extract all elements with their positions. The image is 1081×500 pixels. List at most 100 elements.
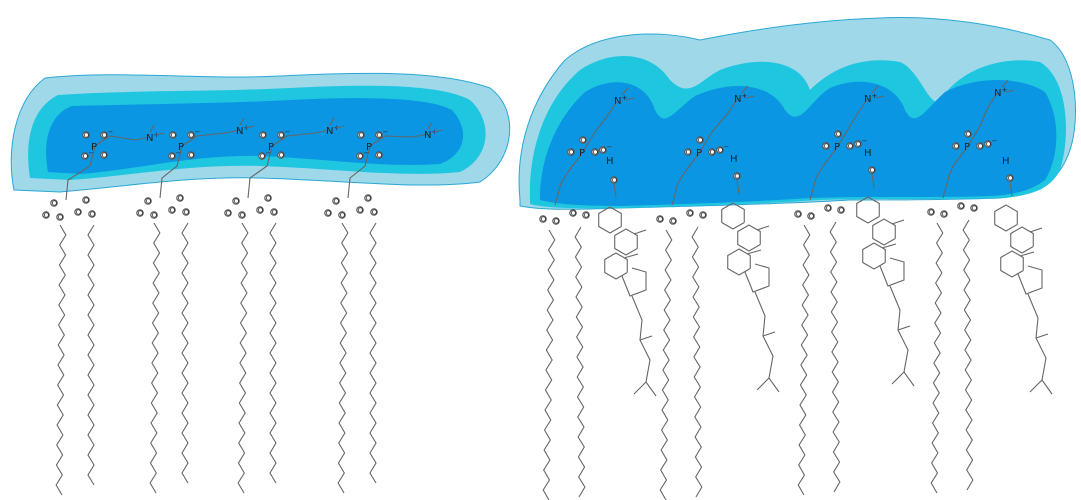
oxygen-atom: O <box>75 208 82 216</box>
oxygen-atom: O <box>271 208 278 216</box>
oxygen-atom: O <box>953 142 960 150</box>
bond-line <box>890 286 914 386</box>
svg-text:O: O <box>826 204 832 212</box>
oxygen-atom: O <box>869 166 876 174</box>
oxygen-atom: O <box>657 215 664 223</box>
svg-text:O: O <box>701 211 707 219</box>
svg-text:−: − <box>383 128 389 136</box>
svg-text:O: O <box>929 208 935 216</box>
oxygen-atom: O <box>239 211 246 219</box>
acyl-tail <box>88 225 94 485</box>
svg-text:O: O <box>569 148 575 156</box>
oxygen-atom: O <box>278 151 285 159</box>
bond-line <box>863 243 886 269</box>
oxygen-atom: O <box>700 211 707 219</box>
oxygen-atom: O <box>137 209 144 217</box>
svg-text:O: O <box>571 209 577 217</box>
svg-text:O: O <box>279 151 285 159</box>
acyl-tail <box>370 223 376 483</box>
svg-text:O: O <box>966 130 972 138</box>
bond-line <box>757 378 769 390</box>
bond-line <box>892 220 904 224</box>
svg-text:O: O <box>58 213 64 221</box>
svg-text:O: O <box>688 209 694 217</box>
oxygen-atom: O <box>958 202 965 210</box>
acyl-tail <box>798 225 810 495</box>
svg-text:O: O <box>102 151 108 159</box>
bond-line <box>615 229 638 255</box>
acyl-tail <box>543 230 555 500</box>
svg-text:O: O <box>178 194 184 202</box>
svg-text:O: O <box>240 211 246 219</box>
bond-line <box>88 225 94 485</box>
oxygen-atom: O <box>151 211 158 219</box>
bond-line <box>857 197 880 223</box>
svg-text:O: O <box>942 210 948 218</box>
svg-text:O: O <box>234 197 240 205</box>
oxygen-atom: O <box>265 194 272 202</box>
svg-text:O: O <box>334 197 340 205</box>
svg-text:O: O <box>76 208 82 216</box>
oxygen-atom: O <box>376 151 383 159</box>
svg-text:−: − <box>364 149 370 157</box>
oxygen-atom: O <box>333 197 340 205</box>
bond-line <box>1030 228 1042 232</box>
svg-text:O: O <box>1008 174 1014 182</box>
oxygen-atom: O <box>553 217 560 225</box>
oxygen-atom: O <box>371 208 378 216</box>
oxygen-atom: O <box>570 209 577 217</box>
acyl-tail <box>575 227 585 497</box>
oxygen-atom: O <box>57 213 64 221</box>
bond-line <box>634 382 646 394</box>
oxygen-atom: O <box>697 136 704 144</box>
svg-text:O: O <box>326 209 332 217</box>
bond-line <box>728 249 751 275</box>
svg-text:O: O <box>44 211 50 219</box>
oxygen-atom: O <box>795 210 802 218</box>
acyl-tail <box>150 223 160 493</box>
svg-text:O: O <box>541 215 547 223</box>
svg-text:O: O <box>954 142 960 150</box>
acyl-tail <box>660 230 672 500</box>
svg-text:O: O <box>735 172 741 180</box>
oxygen-atom: O <box>611 176 618 184</box>
svg-text:O: O <box>612 176 618 184</box>
oxygen-atom: O <box>568 148 575 156</box>
bond-line <box>1028 294 1052 394</box>
oxygen-atom: O <box>83 196 90 204</box>
bond-line <box>575 227 585 497</box>
bond-line <box>270 223 276 483</box>
right-acyl-tails <box>543 220 973 500</box>
oxygen-atom: O <box>170 131 177 139</box>
bond-line <box>963 220 973 490</box>
svg-text:O: O <box>184 208 190 216</box>
svg-text:O: O <box>671 217 677 225</box>
svg-text:O: O <box>584 211 590 219</box>
oxygen-atom: O <box>808 212 815 220</box>
oxygen-atom: O <box>325 209 332 217</box>
oxygen-atom: O <box>357 206 364 214</box>
svg-text:O: O <box>189 151 195 159</box>
svg-text:O: O <box>870 166 876 174</box>
svg-text:O: O <box>152 211 158 219</box>
svg-text:O: O <box>377 151 383 159</box>
oxygen-atom: O <box>540 215 547 223</box>
oxygen-atom: O <box>101 151 108 159</box>
svg-text:O: O <box>839 206 845 214</box>
svg-text:O: O <box>226 209 232 217</box>
oxygen-atom: O <box>183 208 190 216</box>
acyl-tail <box>238 223 248 493</box>
bond-line <box>873 219 896 245</box>
oxygen-atom: O <box>169 206 176 214</box>
hydrogen-atom: H <box>730 154 738 165</box>
svg-text:−: − <box>108 128 114 136</box>
oxygen-atom: O <box>971 204 978 212</box>
oxygen-atom: O <box>928 208 935 216</box>
oxygen-atom: O <box>43 211 50 219</box>
bond-line <box>880 258 904 286</box>
bond-line <box>1036 334 1048 338</box>
bond-line <box>995 205 1018 231</box>
oxygen-atom: O <box>835 130 842 138</box>
hydrogen-atom: H <box>1002 156 1010 167</box>
oxygen-atom: O <box>965 130 972 138</box>
